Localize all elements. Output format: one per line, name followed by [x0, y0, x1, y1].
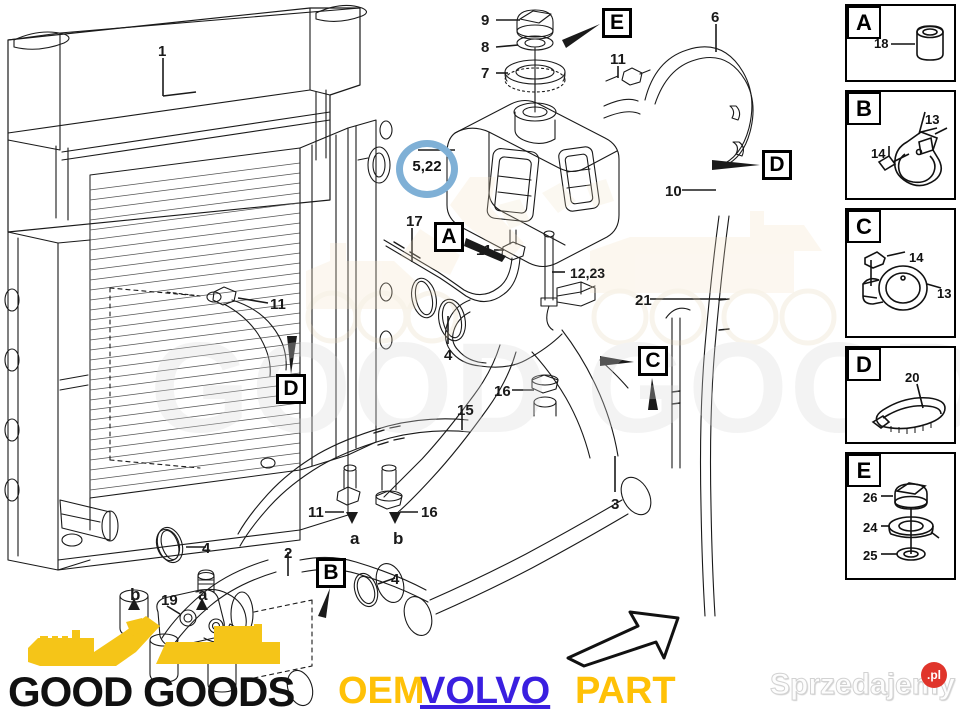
box-letter-e: E	[602, 8, 632, 38]
legend-number: 20	[905, 370, 920, 385]
callout-label-11: 11	[610, 51, 626, 68]
direction-arrow-icon	[566, 610, 680, 668]
callout-label-a: a	[198, 585, 208, 604]
callout-label-17: 17	[406, 213, 423, 230]
callout-label-4: 4	[444, 347, 453, 364]
legend-number: 13	[937, 286, 952, 301]
callout-label-21: 21	[635, 292, 652, 309]
legend-icon-plug	[891, 25, 944, 61]
legend-box-d: D 20	[845, 346, 956, 444]
callout-label-8: 8	[481, 39, 490, 56]
bottom-banner: GOOD GOODS OEM VOLVO PART	[0, 616, 960, 720]
callout-label-16: 16	[494, 383, 511, 400]
legend-icon-hose-clamp	[862, 251, 942, 311]
box-letter-a: A	[434, 222, 464, 252]
legend-tag-c: C	[847, 210, 881, 243]
oem-brand-volvo: VOLVO	[420, 670, 551, 712]
callout-label-7: 7	[481, 65, 490, 82]
callout-label-2: 2	[284, 545, 293, 562]
callout-label-12-23: 12,23	[570, 265, 606, 281]
legend-number: 13	[925, 112, 940, 127]
legend-number: 14	[909, 250, 924, 265]
callout-label-b: b	[393, 529, 404, 548]
callout-label-16: 16	[421, 504, 438, 521]
callout-label-a: a	[350, 529, 360, 548]
callout-label-11: 11	[308, 504, 324, 521]
legend-tag-d: D	[847, 348, 881, 381]
legend-number: 18	[874, 36, 889, 51]
legend-box-a: A 18	[845, 4, 956, 82]
callout-label-19: 19	[161, 592, 178, 609]
callout-label-9: 9	[481, 12, 490, 29]
callout-label-10: 10	[665, 183, 682, 200]
legend-tag-e: E	[847, 454, 881, 487]
legend-box-c: C 14 13	[845, 208, 956, 338]
oem-suffix: PART	[575, 670, 676, 712]
callout-label-1: 1	[158, 43, 167, 60]
highlight-label-5-22: 5,22	[412, 158, 442, 175]
box-letter-b: B	[316, 558, 346, 588]
legend-number: 24	[863, 520, 878, 535]
highlight-ring-5-22	[396, 140, 458, 198]
legend-icon-clamp-bolt	[877, 111, 948, 187]
box-letter-d: D	[762, 150, 792, 180]
legend-icon-cable-tie	[871, 383, 946, 434]
legend-number: 14	[871, 146, 886, 161]
legend-tag-a: A	[847, 6, 881, 39]
callout-label-4: 4	[202, 540, 211, 557]
callout-label-15: 15	[457, 402, 474, 419]
legend-box-b: B 13 14	[845, 90, 956, 200]
callout-label-11: 11	[476, 242, 492, 259]
legend-number: 26	[863, 490, 878, 505]
legend-number: 25	[863, 548, 878, 563]
brand-good-goods: GOOD GOODS	[8, 668, 295, 715]
oem-prefix: OEM	[338, 670, 425, 712]
box-letter-d: D	[276, 374, 306, 404]
callout-label-b: b	[130, 585, 141, 604]
callout-label-3: 3	[611, 496, 620, 513]
box-letter-c: C	[638, 346, 668, 376]
callout-label-4: 4	[391, 571, 400, 588]
legend-tag-b: B	[847, 92, 881, 125]
legend-box-e: E	[845, 452, 956, 580]
legend-icon-cap-seals	[881, 482, 940, 561]
callout-label-6: 6	[711, 9, 720, 26]
good-goods-machines-logo	[28, 616, 280, 666]
callout-label-11: 11	[270, 296, 286, 313]
marketplace-tld-badge: .pl	[921, 662, 947, 688]
legend-panel: A 18 B	[845, 4, 956, 588]
